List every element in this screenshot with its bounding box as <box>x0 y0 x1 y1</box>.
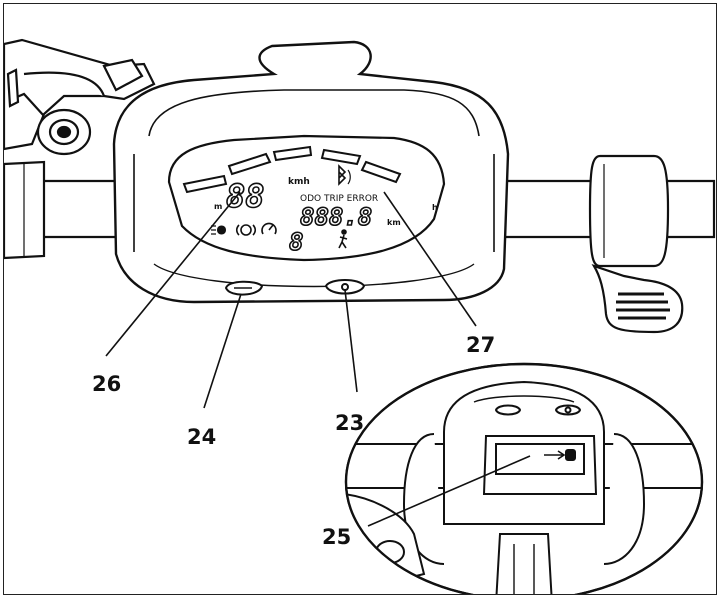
scooter-handlebar-illustration: 88 kmh ODO TRIP ERROR 888.8 km m h 8 <box>4 38 716 594</box>
grip-left <box>4 160 46 260</box>
callout-25: 25 <box>322 525 351 549</box>
callout-26: 26 <box>92 372 121 396</box>
brake-icon <box>235 224 257 236</box>
right-edge-unit: h <box>432 203 438 212</box>
mode-labels: ODO TRIP ERROR <box>300 194 378 204</box>
speed-digits: 88 <box>226 177 265 215</box>
leader-lines <box>105 191 477 409</box>
callout-24: 24 <box>187 425 216 449</box>
diagram-frame: 88 kmh ODO TRIP ERROR 888.8 km m h 8 <box>3 3 717 595</box>
usb-port-icon <box>544 449 576 461</box>
walk-mode-icon <box>338 229 348 249</box>
left-edge-unit: m <box>214 202 222 211</box>
callout-27: 27 <box>466 333 495 357</box>
throttle-grip-right <box>588 154 684 334</box>
callout-23: 23 <box>335 411 364 435</box>
odometer-digits: 888.8 <box>300 203 372 231</box>
power-button <box>324 279 366 295</box>
display-panel: 88 kmh ODO TRIP ERROR 888.8 km m h 8 <box>167 134 446 262</box>
headlight-icon <box>211 225 226 235</box>
brake-lever-left <box>4 38 156 156</box>
boost-button <box>224 280 264 296</box>
distance-unit: km <box>387 218 401 227</box>
speed-unit: kmh <box>288 177 310 187</box>
detail-inset <box>344 362 704 594</box>
bluetooth-icon <box>338 164 351 186</box>
leader-line-25 <box>367 455 531 527</box>
gear-digit: 8 <box>289 228 303 256</box>
cruise-icon <box>261 222 277 235</box>
